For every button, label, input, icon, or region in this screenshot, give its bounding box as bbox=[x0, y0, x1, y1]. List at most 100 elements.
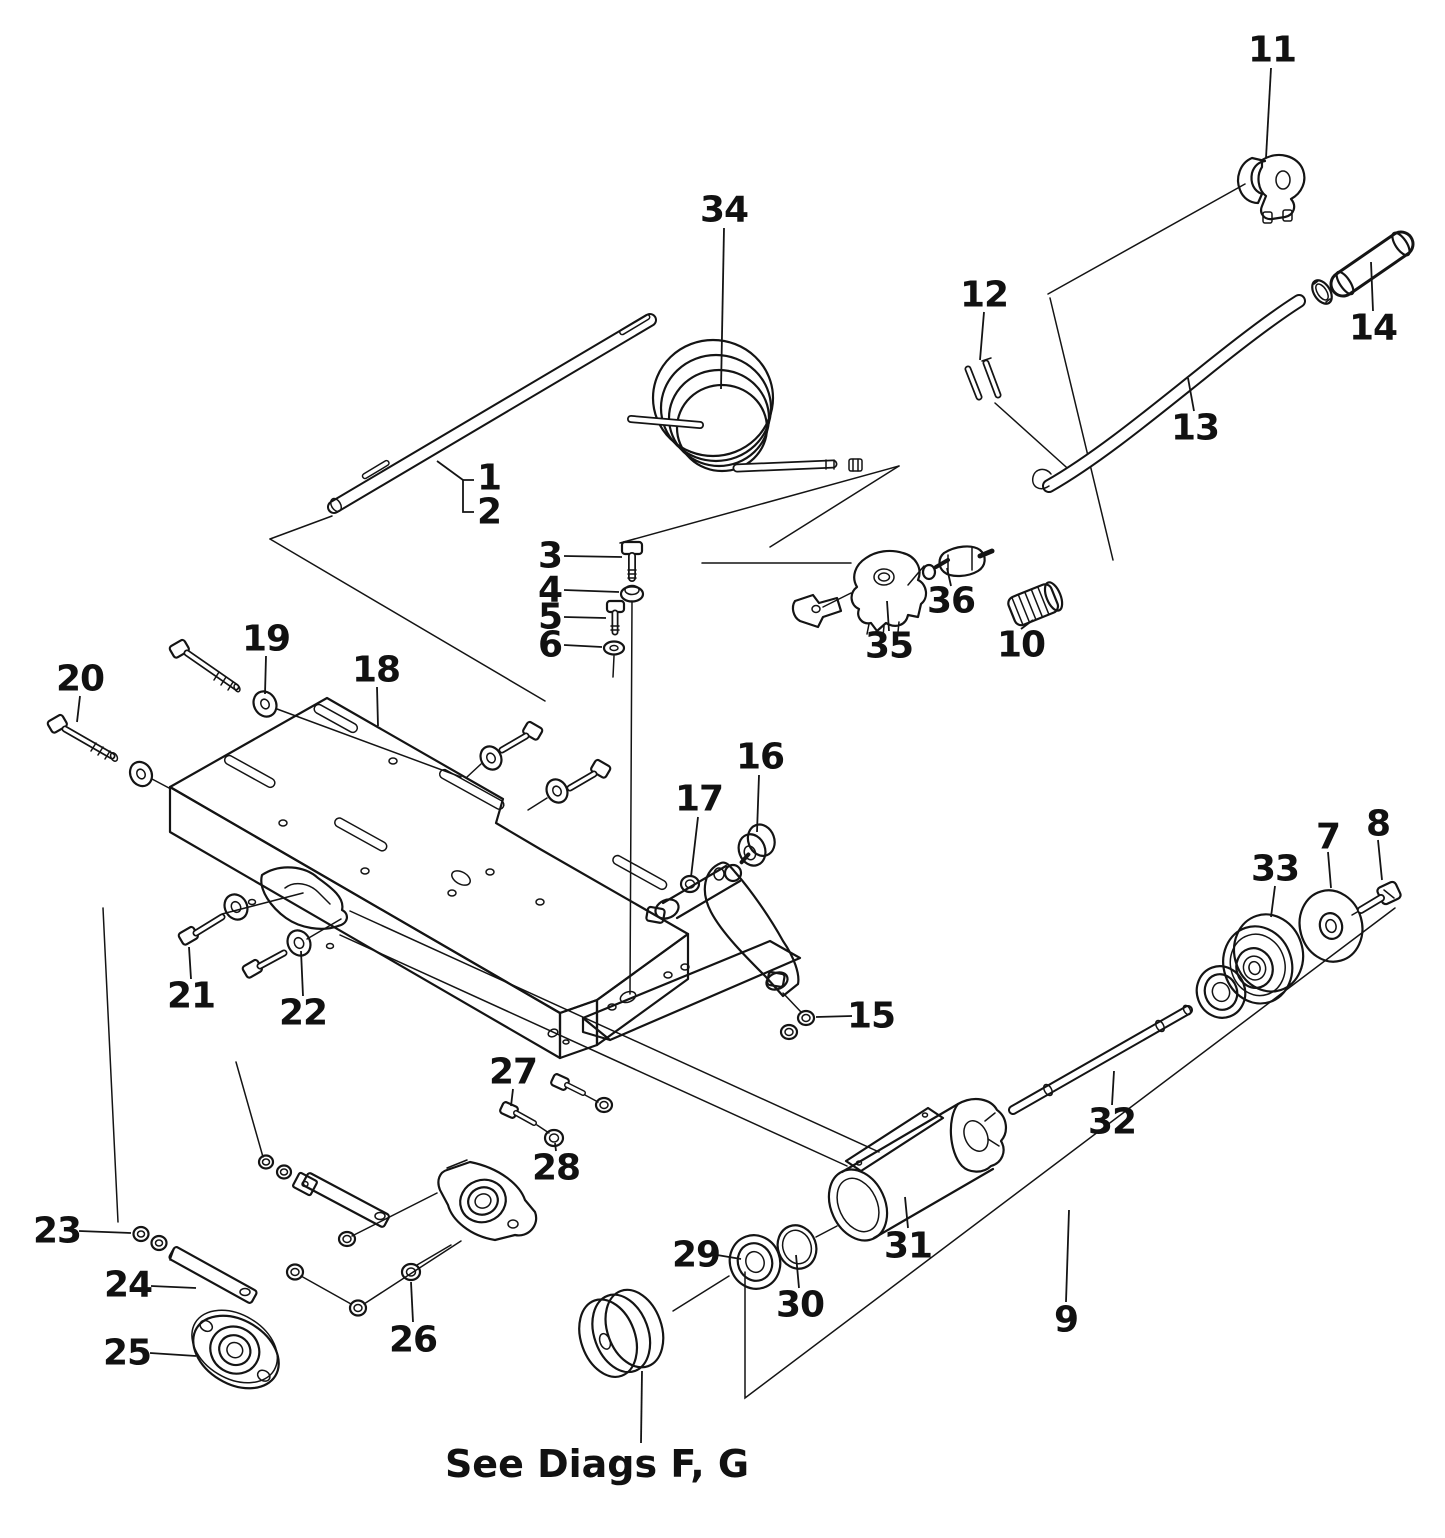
pillow-block-bearing bbox=[437, 1159, 538, 1242]
leader-line bbox=[1265, 67, 1272, 159]
nut-28 bbox=[543, 1096, 614, 1148]
part-label-33: 33 bbox=[1251, 849, 1299, 890]
o-ring-30 bbox=[776, 1224, 818, 1270]
part-label-18: 18 bbox=[352, 650, 400, 691]
handle-tube-13 bbox=[1031, 294, 1306, 493]
torsion-spring-34 bbox=[627, 338, 863, 473]
leader-line bbox=[76, 695, 81, 723]
part-label-15: 15 bbox=[847, 996, 895, 1037]
leader-line bbox=[149, 1352, 197, 1357]
part-label-11: 11 bbox=[1248, 30, 1296, 71]
washer-20 bbox=[128, 760, 154, 788]
shift-rod-1-2 bbox=[327, 313, 657, 514]
leader-line bbox=[462, 479, 474, 513]
strap-24 bbox=[168, 1246, 258, 1304]
part-label-36: 36 bbox=[927, 581, 975, 622]
washer-7 bbox=[1298, 889, 1364, 963]
part-label-27: 27 bbox=[489, 1052, 537, 1093]
leader-line bbox=[510, 1088, 514, 1107]
nuts-15 bbox=[779, 1009, 816, 1041]
part-label-17: 17 bbox=[675, 779, 723, 820]
flange-bearing-25 bbox=[191, 1309, 280, 1390]
part-label-8: 8 bbox=[1366, 804, 1390, 845]
leader-line bbox=[795, 1254, 800, 1289]
leader-line bbox=[1065, 1209, 1070, 1303]
small-lever bbox=[791, 593, 843, 629]
leader-line bbox=[756, 774, 760, 833]
part-label-23: 23 bbox=[33, 1211, 81, 1252]
bolt-3 bbox=[620, 540, 644, 582]
leader-line bbox=[815, 1015, 853, 1018]
leader-line bbox=[150, 1285, 197, 1289]
leader-lines bbox=[76, 67, 1383, 1444]
nut-17 bbox=[679, 874, 701, 894]
part-label-9: 9 bbox=[1054, 1300, 1078, 1341]
leader-line bbox=[78, 1230, 132, 1234]
part-label-26: 26 bbox=[389, 1320, 437, 1361]
leader-line bbox=[1111, 1070, 1115, 1106]
leader-line bbox=[979, 311, 985, 361]
bolt-20 bbox=[46, 713, 119, 762]
idler-pulley-16 bbox=[737, 823, 776, 867]
diagram-note: See Diags F, G bbox=[445, 1442, 749, 1486]
part-label-4: 4 bbox=[538, 570, 562, 611]
leader-line bbox=[886, 600, 890, 632]
bolts-27 bbox=[499, 1073, 586, 1126]
bolt-21 bbox=[177, 893, 249, 946]
part-label-2: 2 bbox=[477, 492, 501, 533]
leader-line bbox=[563, 555, 623, 558]
bellcrank-arm bbox=[645, 861, 800, 998]
part-label-20: 20 bbox=[56, 659, 104, 700]
leader-line bbox=[720, 227, 725, 390]
washer-nut-6 bbox=[602, 640, 626, 656]
flange-nut-4 bbox=[619, 584, 645, 603]
leader-line bbox=[690, 816, 699, 878]
leader-line bbox=[1187, 377, 1195, 412]
leader-line bbox=[1270, 885, 1276, 918]
part-label-6: 6 bbox=[538, 625, 562, 666]
nuts-24-26 bbox=[285, 1262, 422, 1317]
part-label-21: 21 bbox=[167, 976, 215, 1017]
nuts-23 bbox=[132, 1225, 168, 1252]
ferrule-ring bbox=[1311, 279, 1333, 305]
part-label-16: 16 bbox=[736, 737, 784, 778]
leader-line bbox=[716, 1254, 742, 1260]
part-label-5: 5 bbox=[538, 597, 562, 638]
pulley-33 bbox=[1222, 913, 1305, 1005]
part-label-31: 31 bbox=[884, 1226, 932, 1267]
leader-line bbox=[436, 460, 464, 481]
part-label-12: 12 bbox=[960, 275, 1008, 316]
leader-line bbox=[563, 616, 607, 619]
pivot-bracket-35 bbox=[850, 549, 928, 637]
leader-line bbox=[300, 950, 304, 997]
switch-assembly-36 bbox=[921, 545, 995, 581]
leader-line bbox=[563, 644, 603, 648]
plate-bolt-a bbox=[479, 720, 544, 771]
leader-line bbox=[1377, 839, 1383, 881]
double-pulley-29 bbox=[578, 1288, 665, 1378]
plate-bolt-b bbox=[545, 758, 612, 804]
part-label-24: 24 bbox=[104, 1265, 152, 1306]
leader-line bbox=[554, 1142, 557, 1152]
knurled-knob-10 bbox=[1007, 581, 1064, 627]
leader-line bbox=[563, 589, 620, 593]
leader-line bbox=[1020, 619, 1034, 630]
leader-line bbox=[264, 655, 267, 695]
leader-line bbox=[904, 1196, 909, 1229]
part-label-7: 7 bbox=[1316, 817, 1340, 858]
leader-line bbox=[410, 1281, 414, 1323]
leader-line bbox=[946, 567, 952, 587]
upper-strap bbox=[257, 1154, 390, 1248]
part-label-19: 19 bbox=[242, 619, 290, 660]
spindle-shaft-32 bbox=[1008, 1004, 1193, 1115]
leader-line bbox=[188, 946, 192, 980]
washer-19 bbox=[252, 690, 278, 718]
assembly-axis-lines bbox=[102, 183, 1396, 1400]
part-label-3: 3 bbox=[538, 536, 562, 577]
part-label-35: 35 bbox=[865, 626, 913, 667]
pins-12 bbox=[964, 357, 1002, 401]
part-label-10: 10 bbox=[997, 625, 1045, 666]
cable-housing-31 bbox=[827, 1097, 1007, 1242]
